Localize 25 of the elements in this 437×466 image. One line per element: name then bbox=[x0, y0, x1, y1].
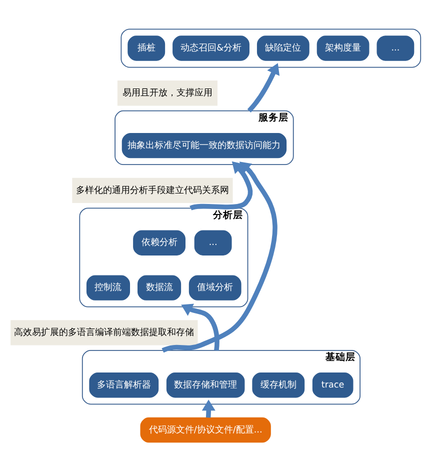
node-box: ... bbox=[194, 230, 232, 256]
node-box: 架构度量 bbox=[316, 36, 370, 61]
arrow bbox=[181, 304, 220, 351]
cluster bbox=[120, 28, 422, 68]
node-box: 多样化的通用分析手段建立代码关系网 bbox=[72, 178, 233, 204]
node-box: 多语言解析器 bbox=[89, 372, 159, 398]
node-box: 代码源文件/协议文件/配置... bbox=[140, 417, 271, 443]
node-box: 易用且开放，支撑应用 bbox=[117, 80, 218, 106]
node-box: 值域分析 bbox=[188, 275, 242, 300]
node-box: 抽象出标准尽可能一致的数据访问能力 bbox=[122, 132, 287, 158]
arrow bbox=[202, 400, 216, 418]
node-box: 动态召回&分析 bbox=[172, 36, 250, 61]
arrow bbox=[190, 161, 253, 210]
node-box: 高效易扩展的多语言编译前端数据提取和存储 bbox=[10, 320, 198, 346]
node-box: 数据存储和管理 bbox=[166, 372, 245, 398]
arrow bbox=[162, 162, 278, 353]
node-box: 插桩 bbox=[128, 36, 166, 61]
node-box: 缺陷定位 bbox=[256, 36, 310, 61]
node-box: 依赖分析 bbox=[133, 230, 186, 256]
node-box: 控制流 bbox=[86, 275, 130, 300]
arrow bbox=[247, 63, 280, 112]
node-box: ... bbox=[376, 36, 414, 61]
node-box: 数据流 bbox=[138, 275, 182, 300]
node-box: trace bbox=[312, 372, 354, 398]
node-box: 缓存机制 bbox=[252, 372, 305, 398]
